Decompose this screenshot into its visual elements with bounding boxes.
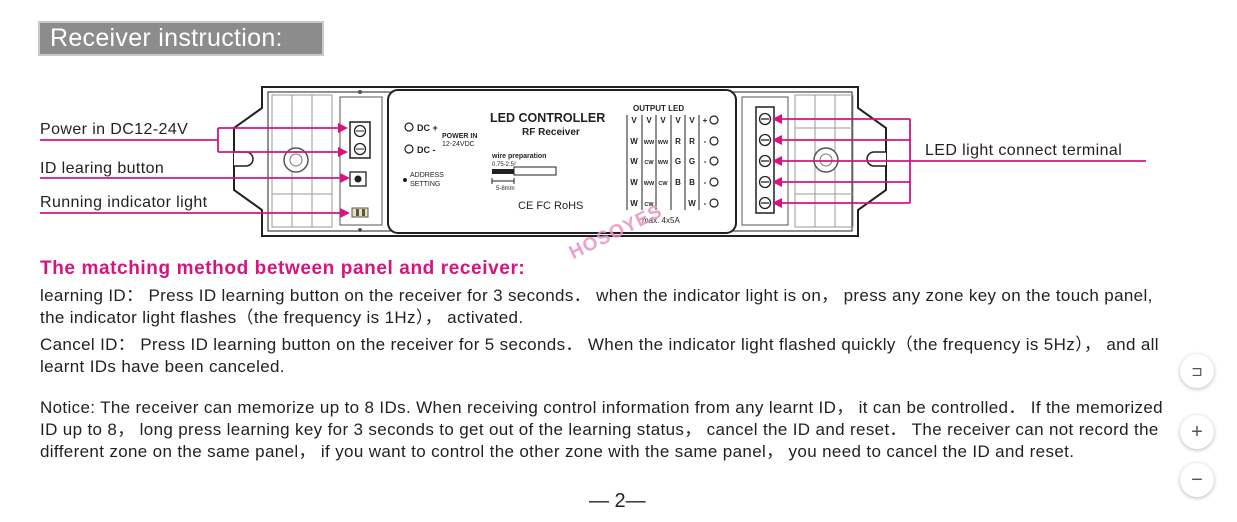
grid-cell: WW <box>658 160 669 166</box>
notice-paragraph: Notice: The receiver can memorize up to … <box>40 398 1163 461</box>
matching-heading: The matching method between panel and re… <box>40 258 526 279</box>
address-label-1: ADDRESS <box>410 172 444 179</box>
label-id-button: ID learing button <box>40 160 165 177</box>
grid-cell: V <box>689 116 695 125</box>
label-panel <box>387 89 737 234</box>
label-indicator: Running indicator light <box>40 194 208 211</box>
grid-cell: W <box>630 199 638 208</box>
left-leader-lines <box>40 127 342 214</box>
grid-cell: CW <box>644 160 654 166</box>
section-title: Receiver instruction: <box>38 21 324 56</box>
address-label-2: SETTING <box>410 181 440 188</box>
grid-cell: + <box>703 116 708 125</box>
grid-cell: V <box>646 116 652 125</box>
grid-cell: G <box>675 157 681 166</box>
grid-cell: WW <box>644 181 655 187</box>
grid-cell: V <box>660 116 666 125</box>
grid-cell: - <box>704 178 707 187</box>
zoom-in-button[interactable]: + <box>1180 415 1214 449</box>
power-in-label: POWER IN <box>442 133 477 140</box>
fit-screen-icon: ⊐ <box>1191 362 1203 379</box>
grid-cell: W <box>630 178 638 187</box>
label-terminal: LED light connect terminal <box>925 142 1123 159</box>
device-subtitle: RF Receiver <box>522 127 580 138</box>
dc-plus-label: DC + <box>417 123 438 133</box>
wire-strip-graphic <box>513 166 557 176</box>
grid-cell: W <box>688 199 696 208</box>
grid-cell: WW <box>658 140 669 146</box>
grid-cell: R <box>675 137 681 146</box>
zoom-out-icon: − <box>1191 468 1203 491</box>
grid-cell: WW <box>644 140 655 146</box>
zoom-in-icon: + <box>1191 420 1203 443</box>
dc-minus-label: DC - <box>417 145 436 155</box>
learning-id-paragraph: learning ID： Press ID learning button on… <box>40 286 1153 327</box>
wire-prep-label: wire preparation <box>491 153 546 160</box>
grid-cell: W <box>630 137 638 146</box>
grid-cell: - <box>704 157 707 166</box>
grid-cell: V <box>675 116 681 125</box>
fit-screen-button[interactable]: ⊐ <box>1180 354 1214 388</box>
grid-cell: - <box>704 199 707 208</box>
wire-gauge-label: 0.75-2.5² <box>492 162 516 168</box>
device-title: LED CONTROLLER <box>490 111 605 125</box>
label-power-in: Power in DC12-24V <box>40 121 189 138</box>
grid-cell: G <box>689 157 695 166</box>
grid-cell: B <box>689 178 695 187</box>
max-rating-label: max. 4x5A <box>642 216 680 225</box>
grid-cell: B <box>675 178 681 187</box>
cancel-id-paragraph: Cancel ID： Press ID learning button on t… <box>40 335 1159 376</box>
right-leader-lines <box>776 118 1146 204</box>
running-indicator-led <box>351 207 369 218</box>
grid-cell: CW <box>644 202 654 208</box>
cert-marks: CE FC RoHS <box>518 200 583 212</box>
grid-cell: CW <box>658 181 668 187</box>
grid-cell: - <box>704 137 707 146</box>
grid-cell: R <box>689 137 695 146</box>
output-led-label: OUTPUT LED <box>633 104 684 113</box>
grid-cell: W <box>630 157 638 166</box>
page-number: — 2— <box>589 490 646 512</box>
grid-cell: V <box>631 116 637 125</box>
power-range-label: 12-24VDC <box>442 141 475 148</box>
zoom-out-button[interactable]: − <box>1180 463 1214 497</box>
left-terminal-panel <box>339 96 383 226</box>
receiver-diagram: LED CONTROLLER RF Receiver DC + DC - POW… <box>40 86 1146 237</box>
strip-length-label: 5-8mm <box>496 186 515 192</box>
